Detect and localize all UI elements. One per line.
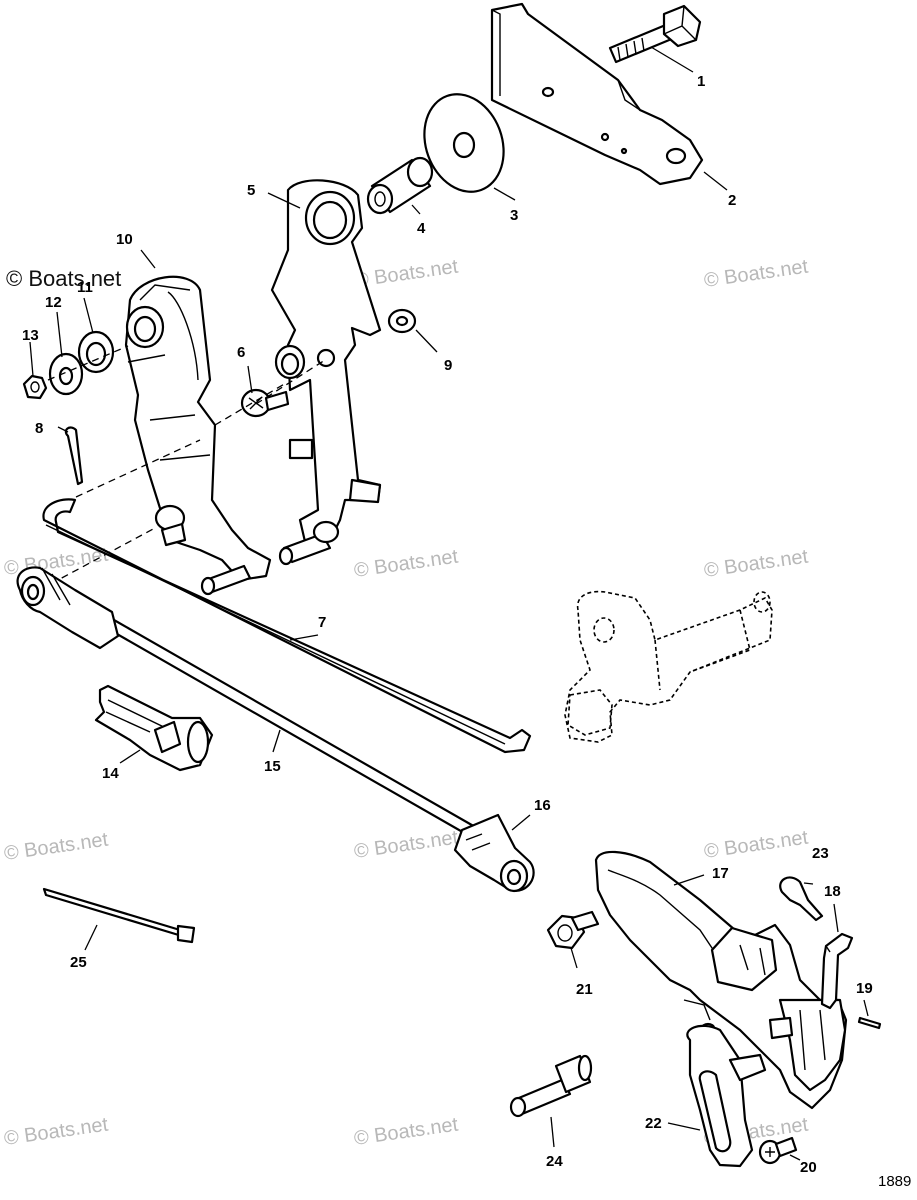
part-16-rod-end bbox=[453, 813, 535, 893]
part-14-cable-clip bbox=[94, 684, 214, 772]
callout-20: 20 bbox=[800, 1159, 817, 1176]
watermark: © Boats.net bbox=[703, 546, 810, 582]
callout-10: 10 bbox=[116, 231, 133, 248]
part-8-cotter-pin bbox=[64, 426, 84, 486]
part-23-hairpin-clip bbox=[779, 876, 824, 922]
callout-11: 11 bbox=[77, 279, 93, 296]
callout-14: 14 bbox=[102, 765, 119, 782]
callout-15: 15 bbox=[264, 758, 281, 775]
part-3-large-washer bbox=[423, 93, 505, 193]
callout-6: 6 bbox=[237, 344, 245, 361]
part-18-retainer bbox=[820, 932, 854, 1010]
watermark: © Boats.net bbox=[3, 829, 110, 865]
leader-lines bbox=[29, 46, 869, 1161]
callout-3: 3 bbox=[510, 207, 518, 224]
part-1-bolt bbox=[608, 4, 702, 64]
part-17-mounting-bracket bbox=[594, 850, 848, 1110]
callout-numbers: 1 2 3 4 5 6 7 8 9 10 11 12 13 14 15 16 1… bbox=[22, 73, 873, 1176]
callout-9: 9 bbox=[444, 357, 452, 374]
callout-4: 4 bbox=[417, 220, 426, 237]
watermark: © Boats.net bbox=[703, 827, 810, 863]
watermark: © Boats.net bbox=[703, 256, 810, 292]
watermark: © Boats.net bbox=[353, 546, 460, 582]
part-9-small-washer bbox=[387, 308, 417, 334]
watermark: © Boats.net bbox=[353, 256, 460, 292]
callout-1: 1 bbox=[697, 73, 705, 90]
part-6-screw bbox=[240, 388, 290, 418]
callout-22: 22 bbox=[645, 1115, 662, 1132]
watermark: © Boats.net bbox=[3, 1114, 110, 1150]
callout-13: 13 bbox=[22, 327, 39, 344]
figure-number: 1889 bbox=[878, 1173, 911, 1190]
watermark: © Boats.net bbox=[353, 827, 460, 863]
callout-17: 17 bbox=[712, 865, 729, 882]
callout-2: 2 bbox=[728, 192, 736, 209]
part-22-link bbox=[686, 1024, 767, 1168]
callout-12: 12 bbox=[45, 294, 62, 311]
assembly-leaders bbox=[29, 345, 326, 596]
callout-5: 5 bbox=[247, 182, 255, 199]
part-2-bracket-plate bbox=[490, 2, 704, 186]
part-13-nut bbox=[22, 374, 48, 400]
watermark-top-left: © Boats.net bbox=[6, 266, 121, 291]
part-24-stud-pin bbox=[509, 1054, 593, 1118]
part-10-throttle-lever bbox=[124, 275, 272, 596]
phantom-engine-component bbox=[564, 590, 773, 743]
watermark: © Boats.net bbox=[353, 1114, 460, 1150]
callout-7: 7 bbox=[318, 614, 326, 631]
part-11-washer bbox=[77, 330, 115, 374]
part-7-shift-rod bbox=[42, 498, 532, 754]
callout-16: 16 bbox=[534, 797, 551, 814]
callout-18: 18 bbox=[824, 883, 841, 900]
callout-19: 19 bbox=[856, 980, 873, 997]
part-19-pin bbox=[857, 1016, 882, 1030]
part-12-washer bbox=[48, 352, 84, 396]
callout-23: 23 bbox=[812, 845, 829, 862]
part-4-spacer-sleeve bbox=[366, 156, 434, 215]
callout-25: 25 bbox=[70, 954, 87, 971]
part-25-cable-tie bbox=[42, 887, 196, 944]
callout-21: 21 bbox=[576, 981, 593, 998]
part-20-screw bbox=[758, 1136, 798, 1165]
part-5-shift-lever-plate bbox=[270, 179, 382, 566]
part-21-flange-bolt bbox=[546, 910, 600, 950]
callout-8: 8 bbox=[35, 420, 43, 437]
callout-24: 24 bbox=[546, 1153, 563, 1170]
